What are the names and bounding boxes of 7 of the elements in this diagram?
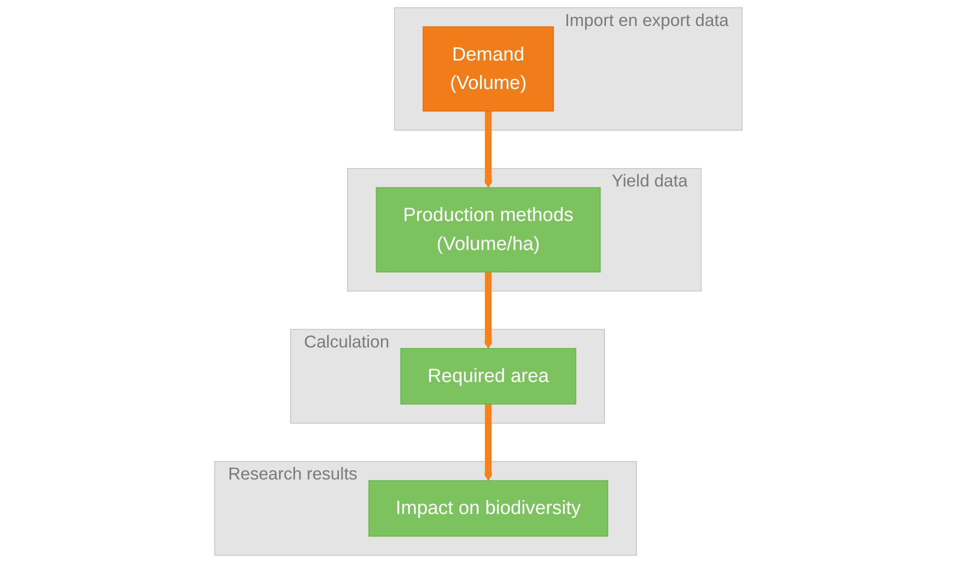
node-box: Production methods (Volume/ha) [376, 187, 601, 272]
node-box: Impact on biodiversity [368, 480, 608, 537]
arrow [484, 272, 493, 349]
arrow [484, 110, 493, 188]
node-box: Demand (Volume) [422, 26, 554, 112]
arrow [484, 404, 493, 482]
node-box: Required area [400, 348, 576, 405]
